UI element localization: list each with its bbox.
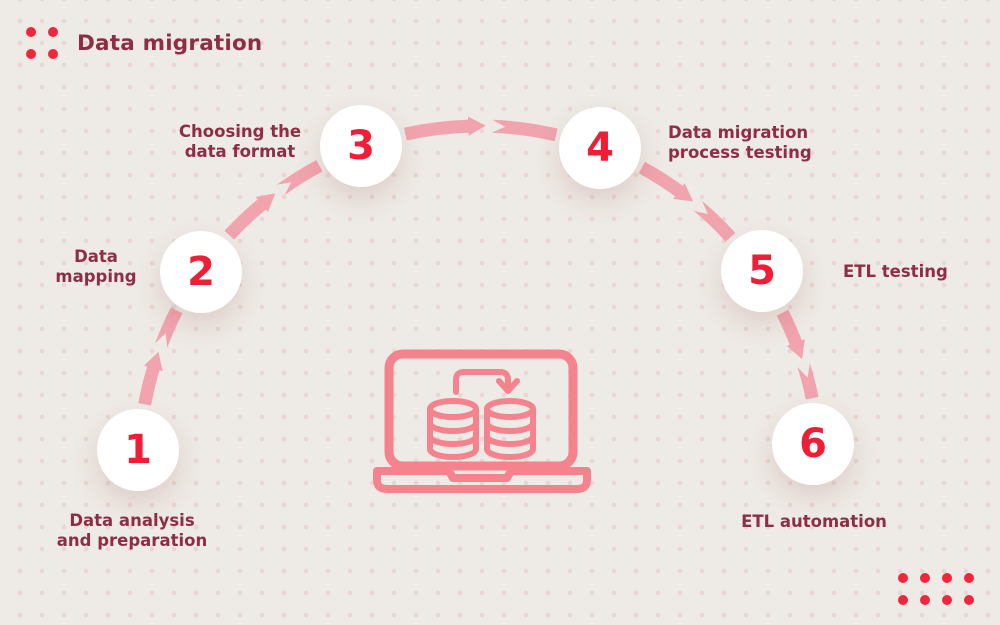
dot-icon [964,595,974,605]
step-label-2: Data mapping [55,247,137,286]
dot-icon [920,595,930,605]
step-number: 4 [586,125,614,171]
dot-icon [26,27,36,37]
step-circle-5: 5 [721,230,803,312]
step-circle-6: 6 [772,403,854,485]
step-number: 1 [124,427,152,473]
laptop-database-transfer-icon [373,349,591,493]
dot-grid-icon [26,27,58,59]
step-circle-3: 3 [320,105,402,187]
dot-icon [920,573,930,583]
step-label-5: ETL testing [843,262,948,281]
page-title: Data migration [77,31,263,56]
transfer-arrow-icon [453,369,520,395]
dot-icon [942,595,952,605]
step-circle-1: 1 [97,409,179,491]
step-circle-4: 4 [559,107,641,189]
dot-icon [942,573,952,583]
process-arc [138,116,819,406]
step-label-3: Choosing the data format [178,122,302,161]
dot-grid-icon [898,573,974,605]
dot-icon [964,573,974,583]
database-icon [427,398,479,460]
step-label-4: Data migration process testing [668,123,812,162]
database-icon [484,398,536,460]
step-label-1: Data analysis and preparation [56,511,208,550]
dot-icon [898,595,908,605]
dot-icon [48,49,58,59]
dot-icon [26,49,36,59]
step-number: 2 [187,249,215,295]
step-number: 6 [799,421,827,467]
step-number: 3 [347,123,375,169]
step-circle-2: 2 [160,231,242,313]
step-number: 5 [748,248,776,294]
dot-icon [48,27,58,37]
step-label-6: ETL automation [741,512,887,531]
dot-icon [898,573,908,583]
